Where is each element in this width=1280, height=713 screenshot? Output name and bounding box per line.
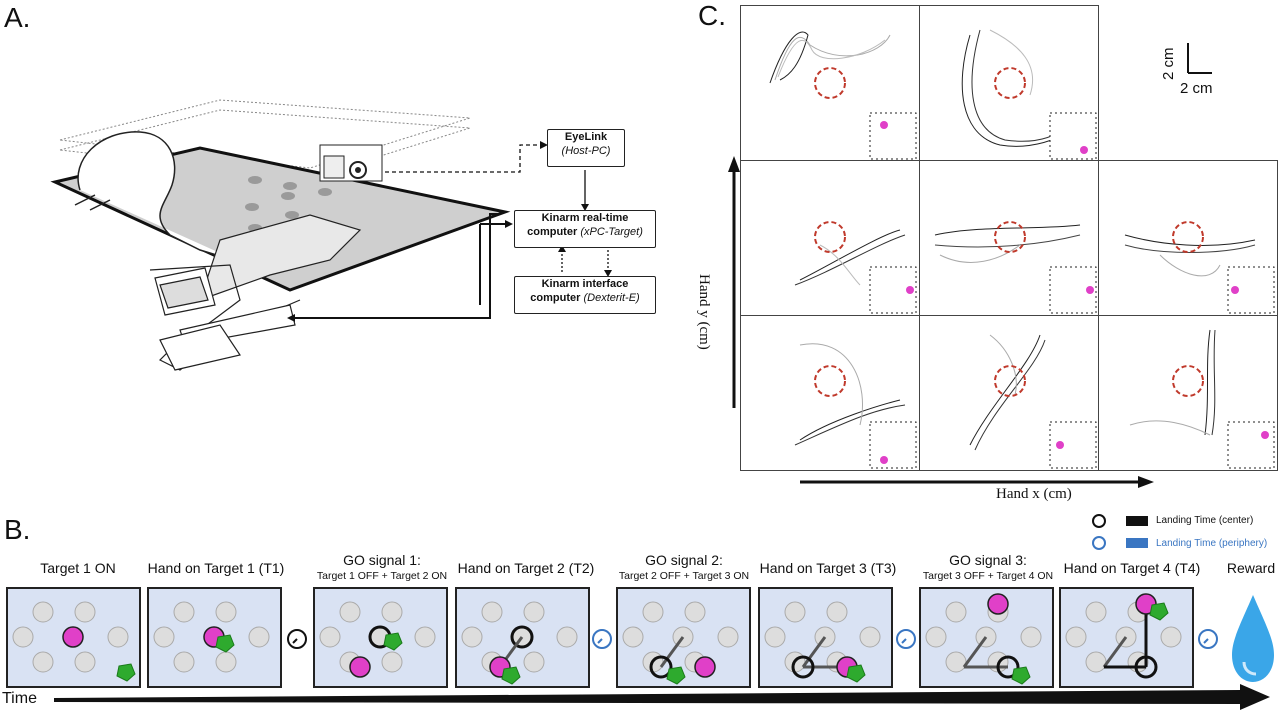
realtime-subtitle: (xPC-Target) xyxy=(580,226,643,238)
interface-computer-box: Kinarm interface computer (Dexterit-E) xyxy=(514,276,656,314)
panel-label-b: B. xyxy=(4,514,31,545)
stage-title: Hand on Target 3 (T3) xyxy=(759,560,897,576)
stage-subtitle: Target 3 OFF + Target 4 ON xyxy=(922,570,1054,582)
x-axis-label: Hand x (cm) xyxy=(996,486,1072,502)
eyelink-subtitle: (Host-PC) xyxy=(561,145,611,157)
start-target-circle-icon xyxy=(814,67,1204,397)
stage-title: Hand on Target 2 (T2) xyxy=(457,560,595,576)
landing-time-legend xyxy=(1092,514,1148,550)
panel-label-a: A. xyxy=(4,2,31,33)
realtime-title: Kinarm real-time xyxy=(541,212,629,224)
stage-title: Reward xyxy=(1226,560,1276,576)
stage-title: GO signal 1: xyxy=(343,552,421,568)
clock-periphery-icon xyxy=(592,629,1218,649)
interface-title-2: computer xyxy=(530,292,581,304)
workspace-targets-icon xyxy=(245,176,332,232)
realtime-computer-box: Kinarm real-time computer (xPC-Target) xyxy=(514,210,656,248)
scale-bar-icon xyxy=(1187,43,1212,74)
eyelink-box: EyeLink (Host-PC) xyxy=(547,129,625,167)
target-layout-insets xyxy=(869,112,1275,469)
kinarm-rig-illustration xyxy=(50,99,612,371)
robot-base-icon xyxy=(154,267,296,371)
realtime-title-2: computer xyxy=(527,226,578,238)
stage-title: Target 1 ON xyxy=(40,560,116,576)
clock-center-icon xyxy=(287,629,307,649)
stage-title: GO signal 3: xyxy=(949,552,1027,568)
stage-subtitle: Target 1 OFF + Target 2 ON xyxy=(316,570,448,582)
stage-subtitle: Target 2 OFF + Target 3 ON xyxy=(618,570,750,582)
legend-center-label: Landing Time (center) xyxy=(1156,515,1254,526)
time-arrow-icon xyxy=(54,684,1270,710)
stage-title: GO signal 2: xyxy=(645,552,723,568)
water-drop-icon xyxy=(1232,595,1274,682)
stage-title: Hand on Target 4 (T4) xyxy=(1063,560,1201,576)
trajectory-traces xyxy=(769,29,1275,469)
interface-title: Kinarm interface xyxy=(541,278,629,290)
panel-label-c: C. xyxy=(698,0,726,31)
legend-periphery-label: Landing Time (periphery) xyxy=(1156,538,1268,549)
stage-title: Hand on Target 1 (T1) xyxy=(147,560,285,576)
time-label: Time xyxy=(2,690,37,707)
monkey-icon xyxy=(74,131,241,263)
eyelink-title: EyeLink xyxy=(564,131,608,143)
scale-bar-x-label: 2 cm xyxy=(1180,80,1213,97)
interface-subtitle: (Dexterit-E) xyxy=(583,292,640,304)
eye-tracker-icon xyxy=(319,144,383,182)
